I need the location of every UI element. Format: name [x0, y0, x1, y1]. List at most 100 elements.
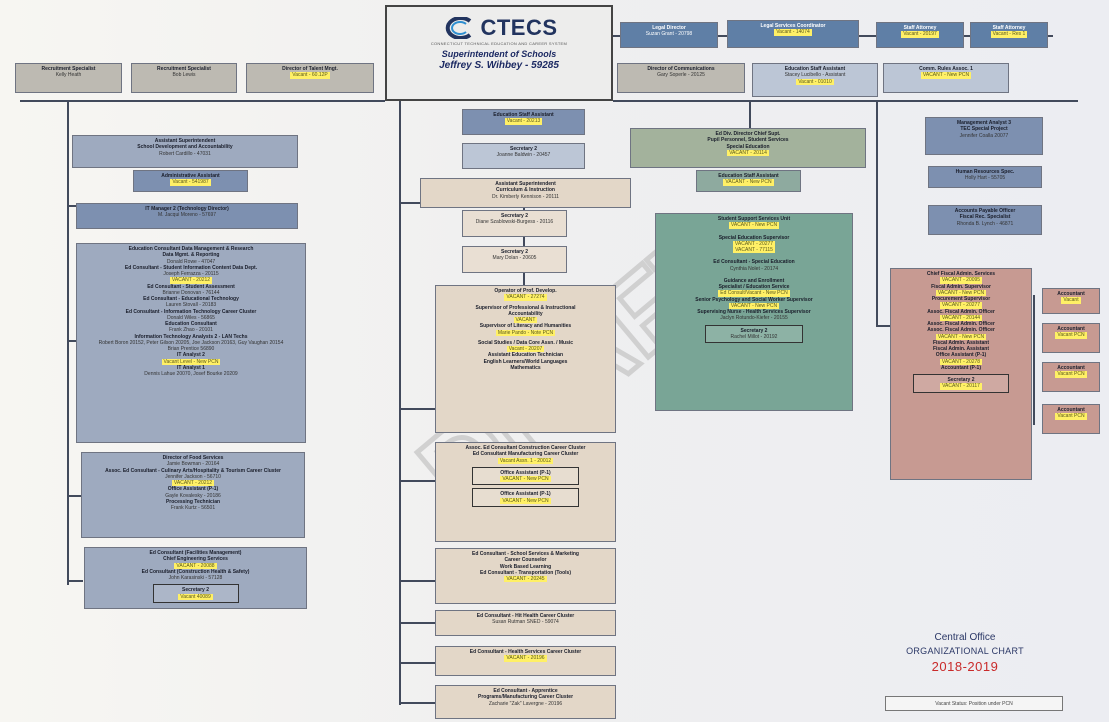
secretary-inner-box[interactable]: Secretary 2 Rachel Millot - 20192	[704, 324, 804, 343]
vacancy-highlight: VACANT - 20144	[939, 314, 983, 321]
block-line: Special Education Supervisor	[718, 234, 790, 241]
administrative-assistant[interactable]: Administrative Assistant Vacant - 541987	[133, 170, 248, 192]
card-title: Staff Attorney	[992, 25, 1026, 31]
card-title: Ed Consultant (Facilities Management)	[149, 550, 242, 556]
card-title: IT Manager 2 (Technology Director)	[145, 206, 229, 212]
vacancy-highlight: Vacant Assn. 1 - 20012	[497, 457, 554, 464]
block-line: Office Assistant (P-1)	[167, 486, 219, 493]
vacancy-highlight: VACANT - New PCN	[500, 476, 551, 483]
education-staff-assistant[interactable]: Education Staff Assistant Vacant - 20213	[462, 109, 585, 135]
facilities-block[interactable]: Ed Consultant (Facilities Management) Ch…	[84, 547, 307, 609]
construction-career-block[interactable]: Assoc. Ed Consultant Construction Career…	[435, 442, 616, 542]
connector-center-g	[399, 702, 435, 704]
accountant-2[interactable]: Accountant Vacant PCN	[1042, 323, 1100, 353]
ed-div-director[interactable]: Ed Div. Director Chief Supt. Pupil Perso…	[630, 128, 866, 168]
connector-top-right	[613, 100, 1078, 102]
block-line: Office Assistant (P-1)	[935, 352, 987, 359]
card-title: Assistant Superintendent	[154, 138, 216, 144]
office-assistant-1[interactable]: Office Assistant (P-1) VACANT - New PCN	[471, 466, 580, 486]
card-title: Recruitment Specialist	[157, 66, 211, 72]
inner-title: Office Assistant (P-1)	[500, 491, 551, 498]
block-line: Fiscal Admin. Assistant	[932, 346, 990, 352]
hr-specialist[interactable]: Human Resources Spec. Holly Hart - 55705	[928, 166, 1042, 188]
block-line: Brianne Donovan - 76144	[162, 289, 220, 296]
vacancy-highlight: VACANT	[513, 317, 538, 324]
card-name: Zacharie "Zak" Lavergne - 20196	[488, 700, 563, 707]
food-services-block[interactable]: Director of Food Services Jamie Bowman -…	[81, 452, 305, 538]
ed-consultant-data-block[interactable]: Education Consultant Data Management & R…	[76, 243, 306, 443]
connector-centerright-spine	[749, 100, 751, 130]
card-title: Director of Talent Mngt.	[282, 66, 338, 72]
secretary-inner-box[interactable]: Secretary 2 VACANT - 20117	[912, 374, 1010, 393]
card-title: Education Staff Assistant	[493, 112, 554, 118]
apprentice-programs[interactable]: Ed Consultant - Apprentice Programs/Manu…	[435, 685, 616, 719]
block-line: IT Analyst 2	[177, 352, 205, 359]
card-title: Assistant Superintendent	[495, 181, 556, 187]
accounts-payable[interactable]: Accounts Payable Officer Fiscal Rec. Spe…	[928, 205, 1042, 235]
health-services-career[interactable]: Ed Consultant - Health Services Career C…	[435, 646, 616, 676]
comm-rules-assoc[interactable]: Comm. Rules Assoc. 1 VACANT - New PCN	[883, 63, 1009, 93]
connector-right-spine	[876, 100, 878, 325]
title-line-1: Central Office	[934, 632, 996, 643]
block-line: Assoc. Fiscal Admin. Officer	[927, 327, 995, 334]
director-talent-mgmt[interactable]: Director of Talent Mngt. Vacant - 60.12P	[246, 63, 374, 93]
vacancy-highlight: VACANT - 20088	[174, 562, 217, 569]
connector-center-a	[399, 202, 421, 204]
recruitment-specialist-1[interactable]: Recruitment Specialist Kelly Heath	[15, 63, 122, 93]
vacancy-highlight: Vacant - 20207	[506, 346, 545, 353]
accountant-3[interactable]: Accountant Vacant PCN	[1042, 362, 1100, 392]
fiscal-admin-block[interactable]: Chief Fiscal Admin. Services VACANT - 20…	[890, 268, 1032, 480]
connector-right-branch	[876, 325, 890, 327]
block-line: Supervising Nurse - Health Services Supe…	[697, 309, 811, 315]
block-line: Career Counselor	[504, 557, 547, 564]
accountant-4[interactable]: Accountant Vacant PCN	[1042, 404, 1100, 434]
block-line: Assoc. Ed Consultant - Culinary Arts/Hos…	[105, 467, 281, 474]
secretary-2-a[interactable]: Secretary 2 Joanne Baldwin - 20457	[462, 143, 585, 169]
accountant-1[interactable]: Accountant Vacant	[1042, 288, 1100, 314]
vacancy-highlight: Vacant 40089	[178, 593, 213, 600]
card-name: Stacey Lucibello - Assistant	[784, 72, 846, 79]
secretary-2-b[interactable]: Secretary 2 Diane Szablowski-Burgess - 2…	[462, 210, 567, 237]
block-line: Jaclyn Rotundo-Kiefer - 20155	[720, 315, 788, 322]
assistant-supt-curriculum[interactable]: Assistant Superintendent Curriculum & In…	[420, 178, 631, 208]
health-career-cluster[interactable]: Ed Consultant - Hit Health Career Cluste…	[435, 610, 616, 636]
card-title: Legal Services Coordinator	[760, 23, 826, 29]
assistant-supt-school-dev[interactable]: Assistant Superintendent School Developm…	[72, 135, 298, 168]
recruitment-specialist-2[interactable]: Recruitment Specialist Bob Lewis	[131, 63, 237, 93]
card-subtitle: Programs/Manufacturing Career Cluster	[477, 694, 574, 701]
secretary-2-c[interactable]: Secretary 2 Mary Dolan - 20605	[462, 246, 567, 273]
legal-director[interactable]: Legal Director Suzan Grant - 20798	[620, 22, 718, 48]
block-line: Accountability	[508, 310, 543, 317]
block-line: Social Studies / Data Core Assn. / Music	[477, 339, 574, 346]
legal-services-coordinator[interactable]: Legal Services Coordinator Vacant - 1407…	[727, 20, 859, 48]
card-name: M. Jacqui Moreno - 57697	[157, 212, 217, 219]
vacancy-highlight: Vacant - 60.12P	[290, 72, 330, 79]
vacancy-highlight: Vacant - 20213	[504, 118, 543, 125]
education-staff-assistant-top[interactable]: Education Staff Assistant Stacey Lucibel…	[752, 63, 878, 97]
block-line: Jamie Bowman - 20164	[166, 461, 220, 468]
student-support-block[interactable]: Student Support Services Unit VACANT - N…	[655, 213, 853, 411]
school-services-block[interactable]: Ed Consultant - School Services & Market…	[435, 548, 616, 604]
vacancy-highlight: Vacant - 14074	[774, 29, 812, 36]
staff-attorney-1[interactable]: Staff Attorney Vacant - 20197	[876, 22, 964, 48]
title-line-2: ORGANIZATIONAL CHART	[906, 646, 1024, 656]
connector-left-c	[67, 495, 83, 497]
card-name: Suzan Grant - 20798	[645, 31, 693, 38]
staff-attorney-2[interactable]: Staff Attorney Vacant - Res 1	[970, 22, 1048, 48]
block-line: Ed Consultant (Construction Health & Saf…	[141, 568, 250, 575]
block-line: Guidance and Enrollment	[723, 277, 785, 284]
card-title: Education Staff Assistant	[784, 66, 846, 72]
superintendent-name: Jeffrey S. Wihbey - 59285	[439, 60, 559, 71]
block-line: Frank Zhao - 20101	[169, 327, 213, 334]
management-analyst[interactable]: Management Analyst 3 TEC Special Project…	[925, 117, 1043, 155]
ed-staff-assistant-right[interactable]: Education Staff Assistant VACANT - New P…	[696, 170, 801, 192]
card-title: Director of Communications	[647, 66, 715, 72]
connector-left-a	[67, 205, 83, 207]
office-assistant-2[interactable]: Office Assistant (P-1) VACANT - New PCN	[471, 488, 580, 507]
secretary-inner-box[interactable]: Secretary 2 Vacant 40089	[152, 584, 239, 603]
director-communications[interactable]: Director of Communications Gary Soperle …	[617, 63, 745, 93]
it-manager[interactable]: IT Manager 2 (Technology Director) M. Ja…	[76, 203, 298, 229]
vacancy-highlight: VACANT - New PCN	[723, 179, 774, 186]
prof-develop-block[interactable]: Operator of Prof. Develop. VACANT - 2727…	[435, 285, 616, 433]
block-line: Donald Wiles - 56865	[167, 314, 215, 321]
